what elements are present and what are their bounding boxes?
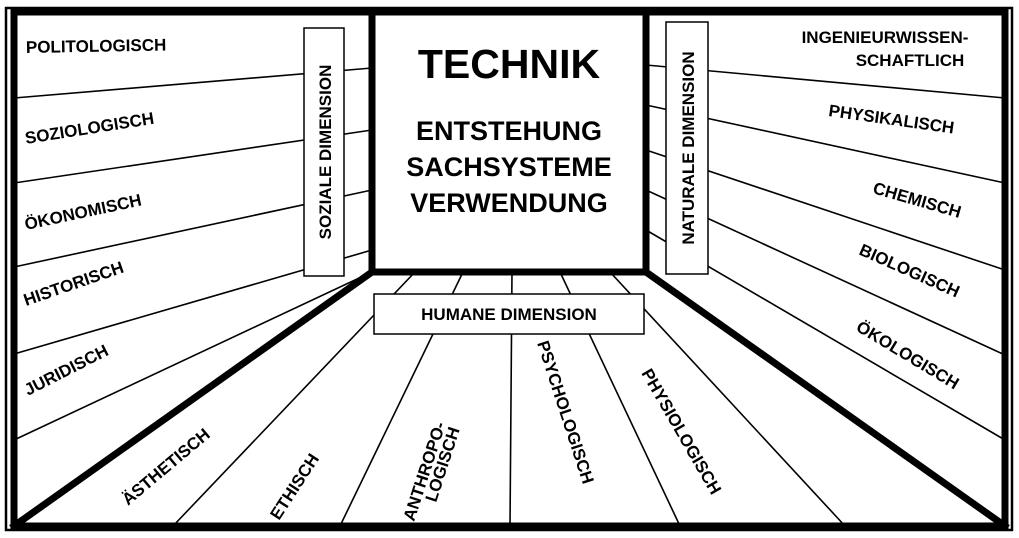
center-title: TECHNIK <box>418 41 601 87</box>
social-item-juridisch: JURIDISCH <box>21 341 111 400</box>
human-item-psychologisch: PSYCHOLOGISCH <box>533 338 597 486</box>
social-divider <box>13 271 373 441</box>
natural-item-chemisch: CHEMISCH <box>871 179 963 222</box>
human-item-ethisch: ETHISCH <box>266 450 323 523</box>
natural-item-physikalisch: PHYSIKALISCH <box>827 101 955 137</box>
social-item-historisch: HISTORISCH <box>21 258 126 310</box>
human-item-aesthetisch: ÄSTHETISCH <box>118 425 213 509</box>
human-dimension-box <box>373 293 645 335</box>
structure-lines <box>9 8 1010 531</box>
center-line: ENTSTEHUNG <box>416 116 602 146</box>
human-item-physiologisch: PHYSIOLOGISCH <box>638 366 725 498</box>
social-item-politologisch: POLITOLOGISCH <box>26 36 167 57</box>
social-dimension-label: SOZIALE DIMENSION <box>316 65 335 240</box>
center-line: SACHSYSTEME <box>406 152 612 182</box>
right-diagonal <box>641 267 1010 531</box>
natural-item-engineering-line2: SCHAFTLICH <box>856 51 965 70</box>
social-item-oekonomisch: ÖKONOMISCH <box>23 191 143 234</box>
natural-dimension-box <box>665 21 709 275</box>
social-item-soziologisch: SOZIOLOGISCH <box>24 109 156 148</box>
natural-item-biologisch: BIOLOGISCH <box>856 240 962 301</box>
social-dimension-box <box>303 27 345 277</box>
left-diagonal <box>9 267 377 531</box>
center-line: VERWENDUNG <box>410 188 608 218</box>
human-dimension-label: HUMANE DIMENSION <box>421 305 597 324</box>
outer-frame <box>4 6 1014 532</box>
human-divider <box>609 271 846 527</box>
natural-dimension-label: NATURALE DIMENSION <box>679 51 698 244</box>
natural-item-engineering-line1: INGENIEURWISSEN- <box>802 28 969 47</box>
